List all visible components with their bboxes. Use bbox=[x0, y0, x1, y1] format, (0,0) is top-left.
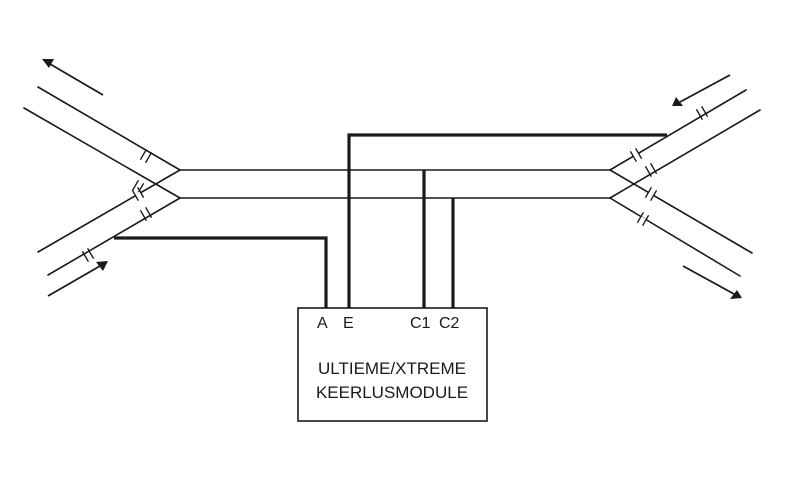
isolation-gap bbox=[139, 148, 153, 164]
arrow-icon bbox=[682, 265, 742, 299]
connection-wires bbox=[114, 133, 667, 308]
left-upper-branch-inner-rail bbox=[23, 107, 181, 199]
isolation-gap bbox=[139, 206, 153, 222]
isolation-gap bbox=[644, 162, 658, 178]
wire-a bbox=[114, 236, 328, 308]
terminal-c1-label: C1 bbox=[410, 315, 431, 332]
arrow-icon bbox=[672, 74, 731, 106]
isolation-gap bbox=[695, 105, 709, 121]
wire-e bbox=[347, 133, 667, 308]
right-upper-branch-outer-rail bbox=[609, 109, 761, 199]
isolation-gap bbox=[644, 186, 658, 202]
terminal-a-label: A bbox=[317, 315, 328, 332]
right-lower-branch-inner-rail bbox=[609, 197, 741, 277]
module-name-line1: ULTIEME/XTREME bbox=[318, 359, 466, 378]
arrow-icon bbox=[47, 261, 108, 297]
terminal-e-label: E bbox=[343, 315, 354, 332]
terminal-c2-label: C2 bbox=[439, 315, 460, 332]
isolation-gaps bbox=[81, 105, 709, 263]
direction-arrows bbox=[42, 59, 742, 299]
isolation-gap bbox=[629, 147, 643, 163]
arrow-icon bbox=[42, 59, 104, 96]
left-upper-branch-outer-rail bbox=[37, 86, 181, 171]
main-track bbox=[179, 169, 611, 199]
reverse-loop-module: A E C1 C2 ULTIEME/XTREME KEERLUSMODULE bbox=[297, 307, 488, 422]
left-lower-branch-inner-rail bbox=[37, 169, 181, 253]
module-box bbox=[297, 307, 488, 422]
right-lower-branch-outer-rail bbox=[609, 169, 753, 254]
module-name-line2: KEERLUSMODULE bbox=[316, 383, 468, 402]
isolation-gap bbox=[131, 186, 145, 202]
right-wye bbox=[609, 89, 761, 277]
isolation-gap bbox=[636, 211, 650, 227]
isolation-gap bbox=[81, 247, 95, 263]
right-upper-branch-inner-rail bbox=[609, 89, 747, 171]
left-wye bbox=[23, 86, 181, 276]
